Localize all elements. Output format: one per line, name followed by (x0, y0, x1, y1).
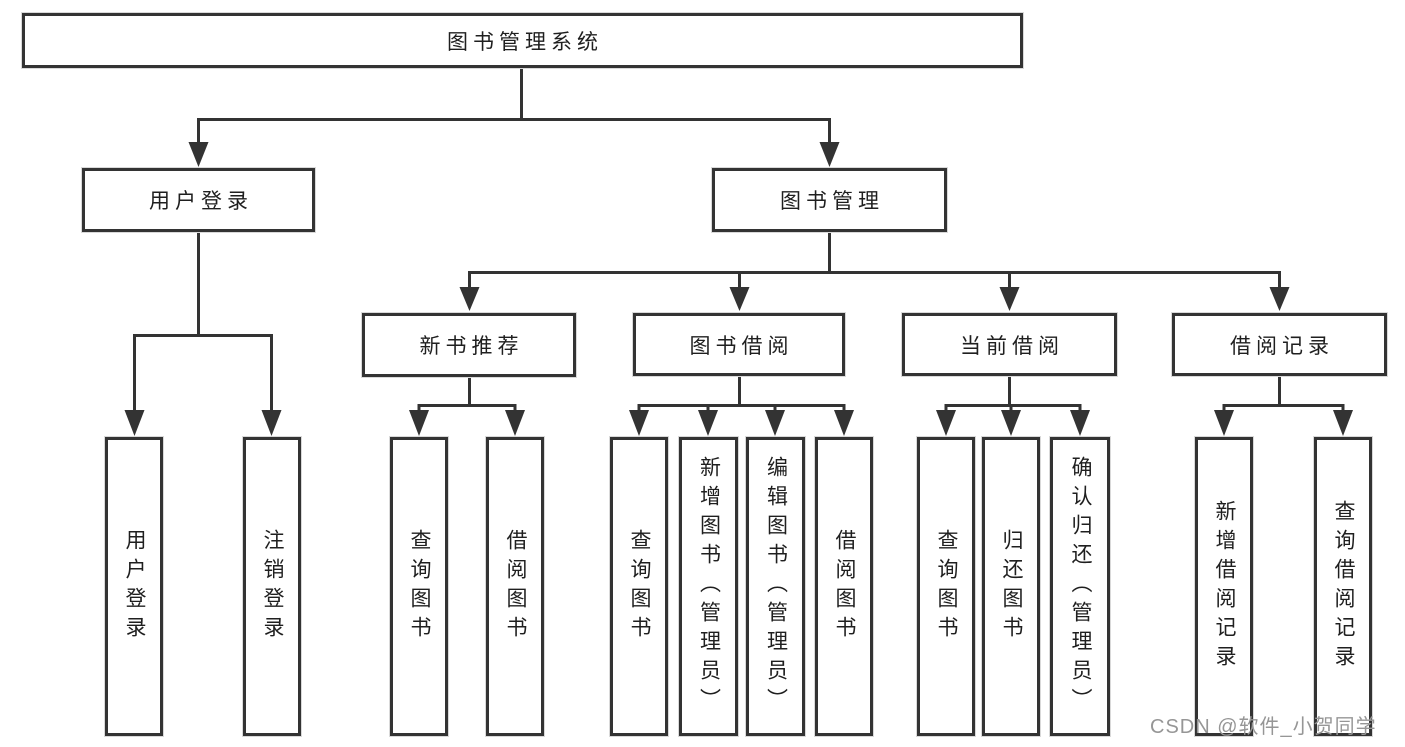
arrowhead-records-add-record (1214, 410, 1234, 436)
connector-current-rail (944, 404, 1082, 412)
arrowhead-borrowing-add-books (698, 410, 718, 436)
arrowhead-to-user-login (188, 142, 209, 167)
arrowhead-to-new-book-recommendation (459, 287, 480, 311)
connector-user-login-split (133, 334, 273, 412)
leaf-borrowing-add-books-admin: 新增图书（管理员） (679, 437, 738, 736)
connector-recommendation-rail (417, 404, 517, 412)
arrowhead-to-current-borrowing (999, 287, 1020, 311)
node-new-book-recommendation: 新书推荐 (362, 313, 576, 377)
node-user-login: 用户登录 (82, 168, 315, 232)
node-book-borrowing: 图书借阅 (633, 313, 845, 376)
arrowhead-borrowing-edit-books (765, 410, 785, 436)
arrowhead-recommend-borrow-books (505, 410, 525, 436)
node-root: 图书管理系统 (22, 13, 1023, 68)
leaf-current-query-books: 查询图书 (917, 437, 975, 736)
connector-root-split (197, 118, 831, 145)
arrowhead-recommend-query-books (409, 410, 429, 436)
arrowhead-records-query-record (1333, 410, 1353, 436)
arrowhead-current-confirm-return (1070, 410, 1090, 436)
arrowhead-to-borrowing-records (1269, 287, 1290, 311)
arrowhead-to-book-management (819, 142, 840, 167)
connector-level3-rail (468, 271, 1281, 290)
node-current-borrowing: 当前借阅 (902, 313, 1117, 376)
arrowhead-borrowing-query-books (629, 410, 649, 436)
leaf-borrowing-borrow-books: 借阅图书 (815, 437, 873, 736)
connector-borrowing-rail (637, 404, 846, 412)
arrowhead-current-query-books (936, 410, 956, 436)
connector-records-rail (1222, 404, 1345, 412)
node-book-management: 图书管理 (712, 168, 947, 232)
leaf-user-login: 用户登录 (105, 437, 163, 736)
leaf-logout: 注销登录 (243, 437, 301, 736)
leaf-records-query-record: 查询借阅记录 (1314, 437, 1372, 736)
arrowhead-current-return-books (1001, 410, 1021, 436)
leaf-records-add-record: 新增借阅记录 (1195, 437, 1253, 736)
node-borrowing-records: 借阅记录 (1172, 313, 1387, 376)
leaf-recommend-query-books: 查询图书 (390, 437, 448, 736)
arrowhead-borrowing-borrow-books (834, 410, 854, 436)
arrowhead-to-leaf-user-login (124, 410, 145, 436)
leaf-borrowing-edit-books-admin: 编辑图书（管理员） (746, 437, 805, 736)
arrowhead-to-leaf-logout (261, 410, 282, 436)
leaf-borrowing-query-books: 查询图书 (610, 437, 668, 736)
leaf-recommend-borrow-books: 借阅图书 (486, 437, 544, 736)
leaf-current-confirm-return-admin: 确认归还（管理员） (1050, 437, 1110, 736)
arrowhead-to-book-borrowing (729, 287, 750, 311)
leaf-current-return-books: 归还图书 (982, 437, 1040, 736)
csdn-watermark: CSDN @软件_小贺同学 (1150, 716, 1377, 738)
